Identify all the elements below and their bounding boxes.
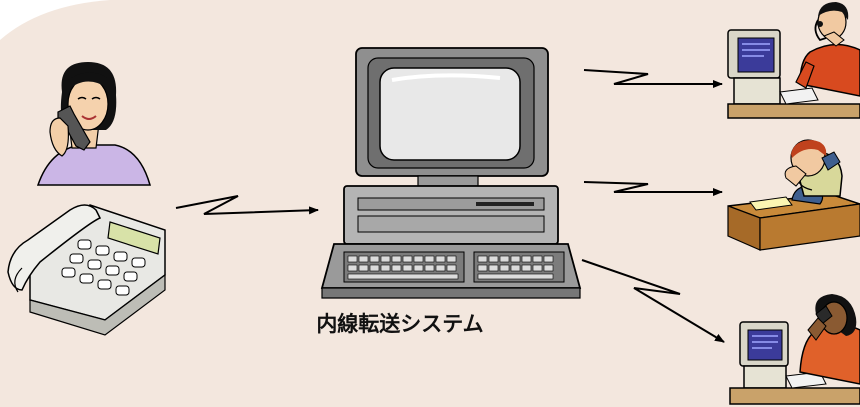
arrow-system-to-operator-1 [583, 69, 723, 88]
operator-woman-computer-icon [729, 294, 860, 405]
arrow-system-to-operator-3 [581, 259, 725, 343]
system-caption: 内線転送システム [316, 312, 484, 336]
computer-system-icon [320, 47, 582, 299]
operator-man-desk-icon [727, 139, 860, 251]
operator-man-computer-icon [727, 2, 860, 119]
arrow-phone-to-system [175, 195, 319, 215]
caller-woman-icon [36, 62, 151, 186]
arrow-system-to-operator-2 [583, 181, 723, 196]
desk-telephone-icon [7, 204, 166, 336]
